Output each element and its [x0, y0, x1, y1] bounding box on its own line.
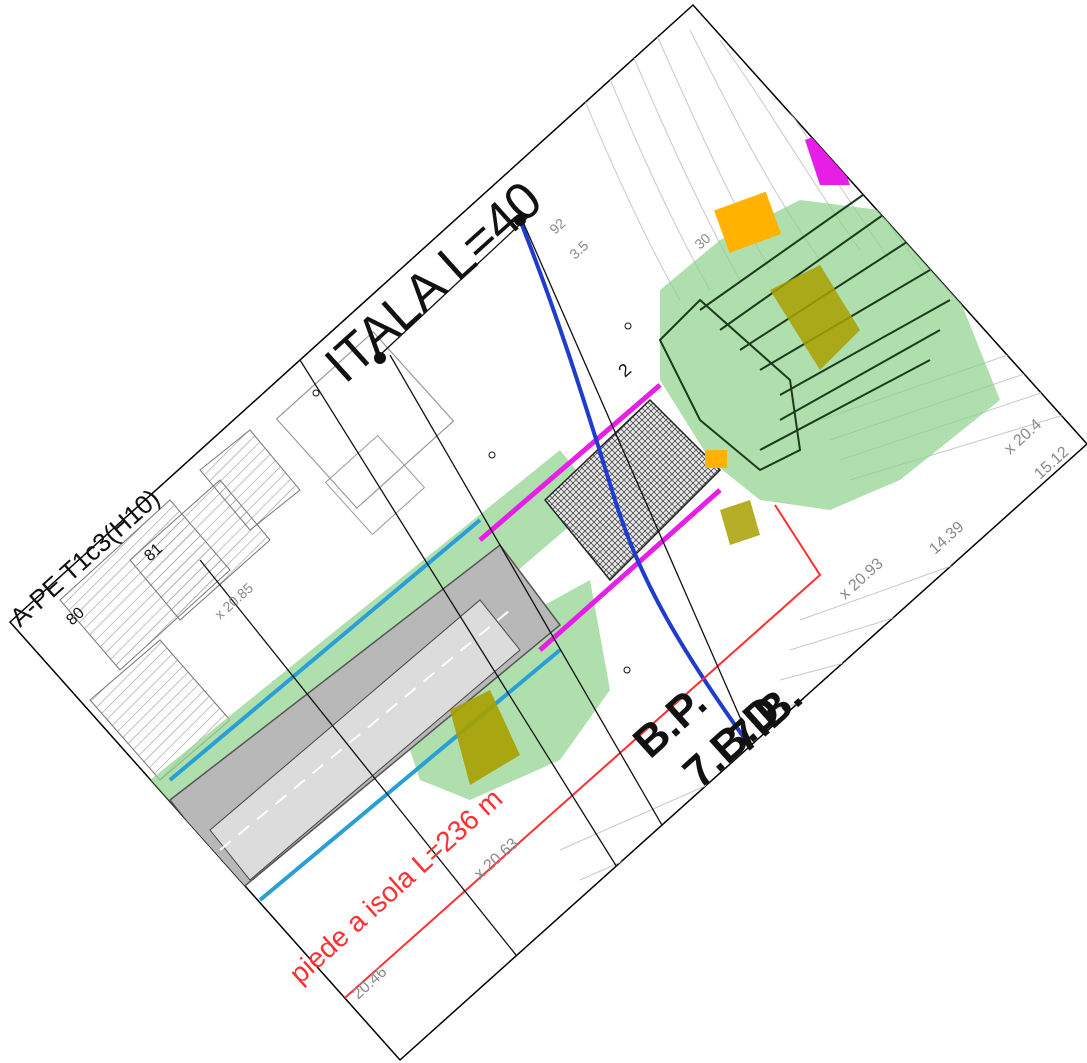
building-hatched-3	[199, 429, 301, 531]
court-outline	[324, 434, 426, 536]
colored-blocks	[450, 130, 860, 785]
road-island	[209, 599, 521, 881]
blue-pipeline	[516, 214, 762, 762]
building-hatched-2	[129, 479, 271, 621]
orange-block-small	[705, 450, 727, 468]
olive-block-right	[770, 265, 860, 370]
building-hatched-5	[819, 809, 961, 951]
red-route	[319, 504, 822, 1021]
orange-block-top	[714, 191, 782, 253]
olive-block-bottom	[450, 690, 520, 785]
magenta-edges	[478, 383, 722, 652]
road-centerline	[219, 609, 511, 851]
cyan-lanes	[168, 518, 562, 902]
building-plot-outline	[275, 331, 455, 509]
magenta-triangle	[805, 130, 850, 185]
olive-block-mid	[720, 500, 760, 545]
survey-points	[312, 214, 632, 674]
